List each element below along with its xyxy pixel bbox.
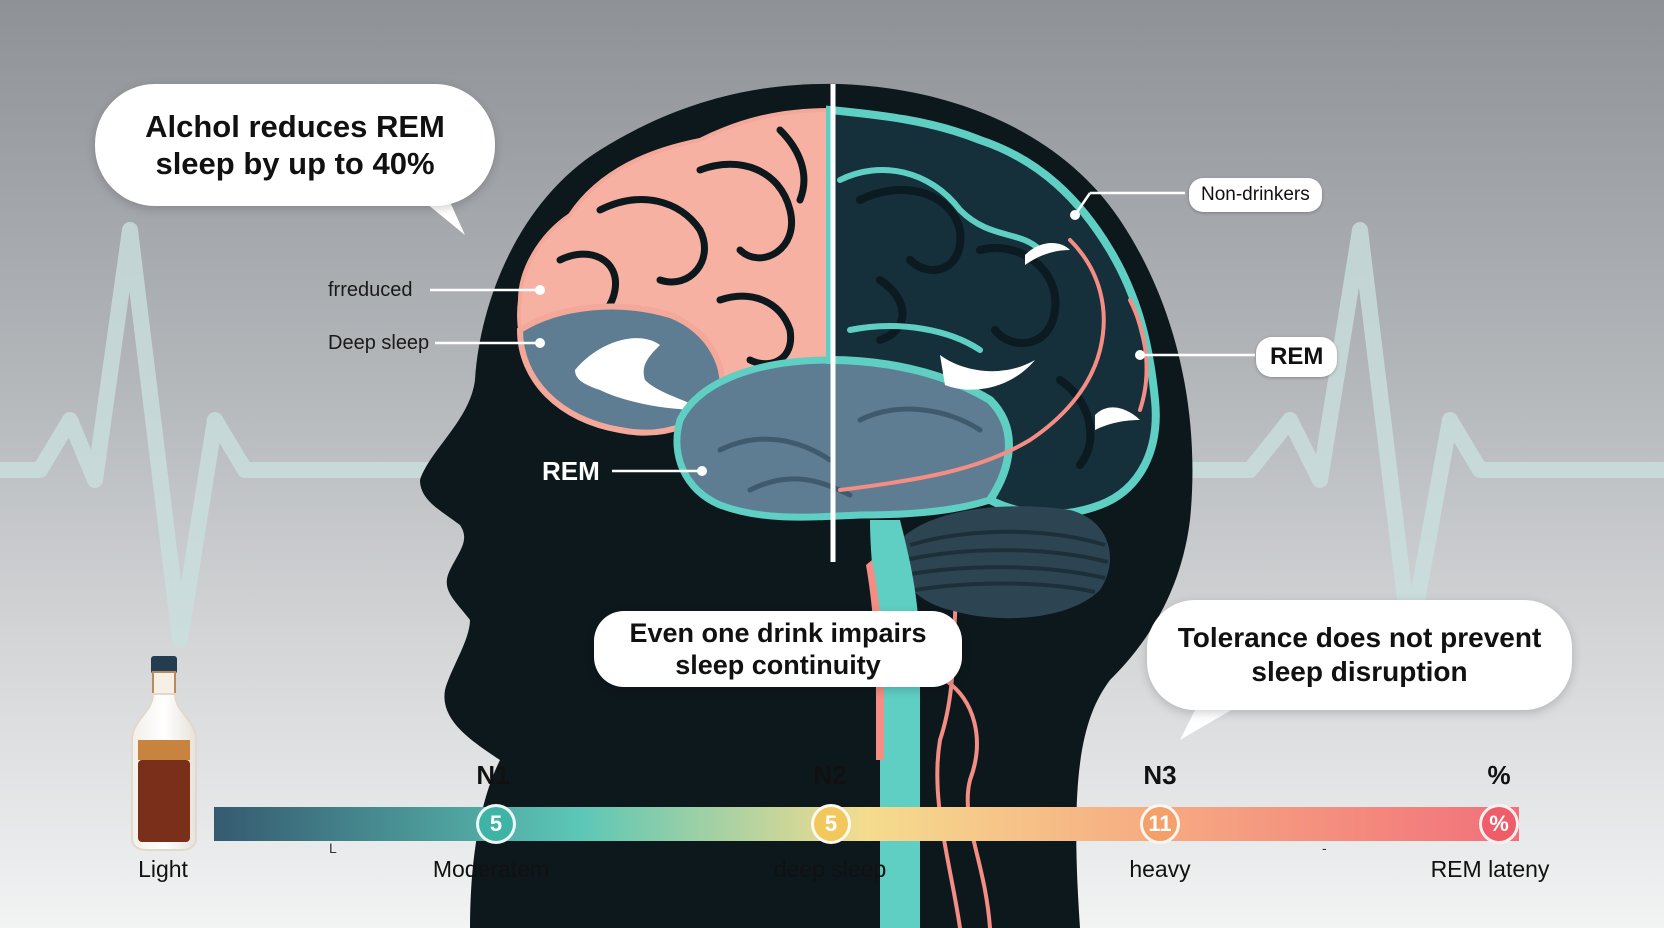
- scale-label-moderate: Moderatem: [432, 856, 550, 882]
- tag-rem-right: REM: [1256, 337, 1338, 377]
- left-white-swoosh: [575, 338, 700, 410]
- scale-label-deep-sleep: deep sleep: [773, 856, 887, 882]
- scale-tick-b: -: [1322, 840, 1327, 856]
- stage-label-percent: %: [1487, 760, 1511, 790]
- label-rem-left: REM: [542, 456, 600, 486]
- callout-rem-reduction-text: Alchol reduces REM sleep by up to 40%: [145, 108, 445, 181]
- marker-percent: %: [1479, 804, 1519, 844]
- tag-non-drinkers: Non-drinkers: [1189, 178, 1322, 212]
- label-reduced: frreduced: [328, 279, 413, 301]
- marker-n3: 11: [1140, 804, 1180, 844]
- bubble-tail-right: [1180, 700, 1240, 740]
- cerebellum: [897, 506, 1110, 619]
- label-deep-sleep: Deep sleep: [328, 332, 430, 354]
- stage-label-n2: N2: [813, 760, 847, 790]
- stage-label-n3: N3: [1143, 760, 1177, 790]
- right-gyri: [856, 186, 1095, 469]
- scale-label-rem-latency: REM lateny: [1430, 856, 1550, 882]
- bottle-icon: [131, 656, 197, 851]
- callout-one-drink: Even one drink impairs sleep continuity: [594, 611, 962, 687]
- leader-lines: [430, 191, 1255, 473]
- scale-start-label: Light: [138, 856, 188, 882]
- right-white-marks: [940, 243, 1140, 430]
- scale-bar: [214, 807, 1519, 841]
- stage-label-n1: N1: [476, 760, 510, 790]
- scale-label-heavy: heavy: [1129, 856, 1191, 882]
- callout-tolerance-text: Tolerance does not prevent sleep disrupt…: [1177, 622, 1542, 687]
- callout-one-drink-text: Even one drink impairs sleep continuity: [629, 617, 927, 680]
- marker-n2: 5: [811, 804, 851, 844]
- marker-n1: 5: [476, 804, 516, 844]
- scale-tick-a: L: [329, 840, 337, 856]
- callout-tolerance: Tolerance does not prevent sleep disrupt…: [1147, 600, 1572, 710]
- callout-rem-reduction: Alchol reduces REM sleep by up to 40%: [95, 84, 495, 206]
